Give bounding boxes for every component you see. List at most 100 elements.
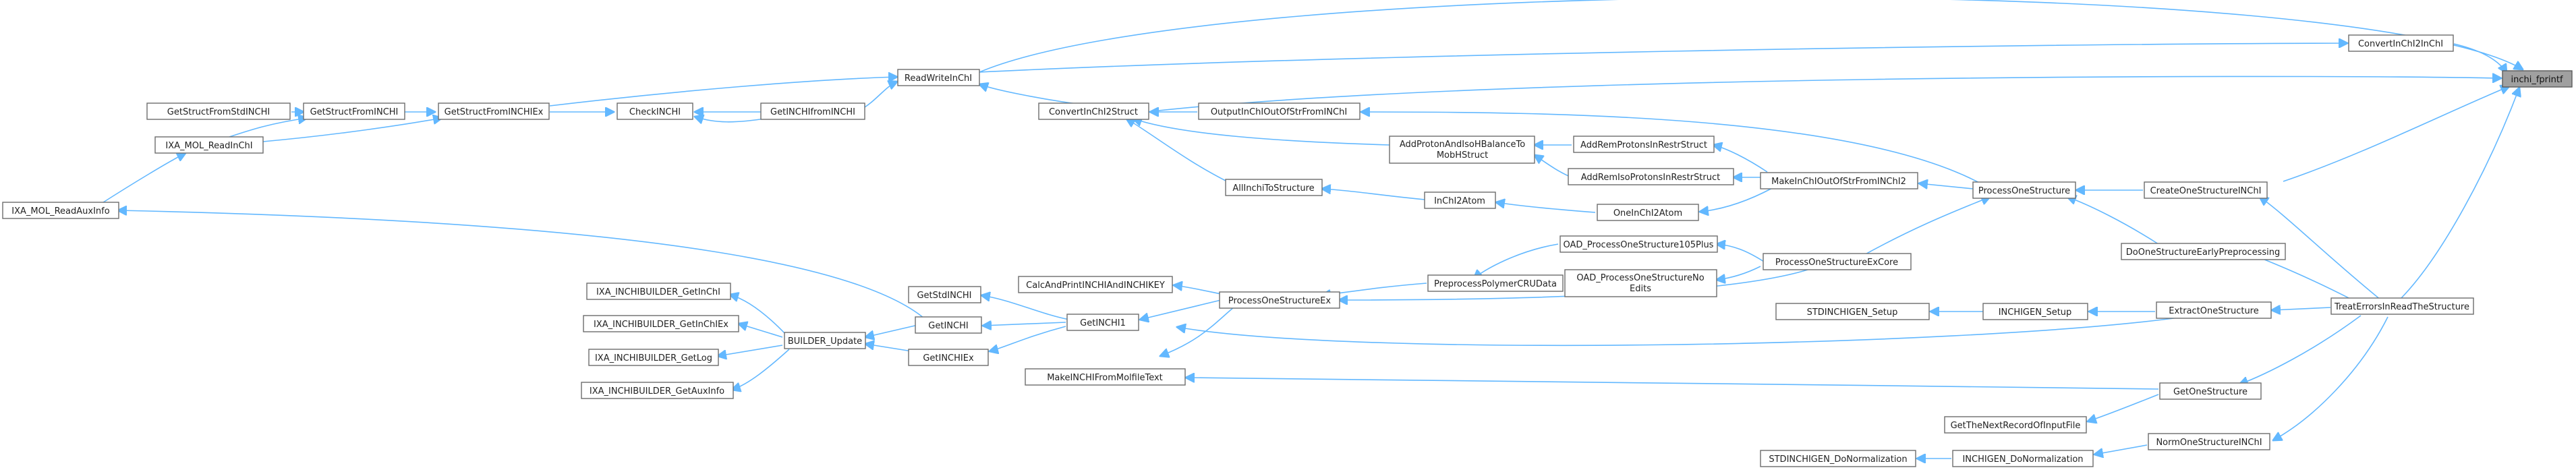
- node-ixa-builder-getauxinfo[interactable]: IXA_INCHIBUILDER_GetAuxInfo: [581, 382, 734, 399]
- node-label: GetINCHIEx: [923, 353, 974, 363]
- node-label: GetINCHI: [928, 321, 968, 331]
- node-label: OutputInChIOutOfStrFromINChI: [1211, 107, 1347, 117]
- node-getonestructure[interactable]: GetOneStructure: [2159, 382, 2262, 400]
- node-addremprotonsinrestrstruct[interactable]: AddRemProtonsInRestrStruct: [1573, 136, 1715, 153]
- edge: [2067, 197, 2159, 245]
- node-inchigen-donormalization[interactable]: INCHIGEN_DoNormalization: [1952, 450, 2094, 467]
- node-dootherstructureearly[interactable]: DoOneStructureEarlyPreprocessing: [2121, 243, 2286, 260]
- node-label: AllInchiToStructure: [1232, 183, 1314, 194]
- node-label: IXA_INCHIBUILDER_GetLog: [595, 353, 712, 363]
- node-label: ProcessOneStructure: [1978, 186, 2070, 196]
- node-preprocesspolymercrudata[interactable]: PreprocessPolymerCRUData: [1427, 274, 1564, 292]
- edge: [1717, 266, 1761, 280]
- node-stdinchigen-donormalization[interactable]: STDINCHIGEN_DoNormalization: [1760, 450, 1916, 467]
- node-root[interactable]: inchi_fprintf: [2502, 70, 2573, 88]
- node-label: AddRemProtonsInRestrStruct: [1580, 140, 1707, 150]
- node-label: OAD_ProcessOneStructure105Plus: [1564, 240, 1714, 250]
- edge: [1713, 145, 1768, 173]
- edge: [262, 118, 442, 142]
- node-label: IXA_INCHIBUILDER_GetInChI: [596, 287, 720, 297]
- node-getstdinchi[interactable]: GetStdINCHI: [908, 286, 981, 303]
- edge: [1861, 197, 1990, 257]
- node-label: GetINCHIfromINCHI: [770, 107, 855, 117]
- node-label: GetINCHI1: [1080, 318, 1126, 328]
- node-stdinchigen-setup[interactable]: STDINCHIGEN_Setup: [1775, 303, 1930, 320]
- node-ixa-builder-getinchi[interactable]: IXA_INCHIBUILDER_GetInChI: [586, 283, 731, 300]
- node-label: ProcessOneStructureExCore: [1775, 258, 1898, 268]
- node-label: OneInChI2Atom: [1613, 208, 1682, 218]
- edge: [2094, 444, 2148, 454]
- edge: [979, 43, 2347, 73]
- node-oneinchi2atom[interactable]: OneInChI2Atom: [1597, 204, 1699, 221]
- node-label: ConvertInChI2Struct: [1049, 107, 1138, 117]
- node-processonestructureexcore[interactable]: ProcessOneStructureExCore: [1763, 253, 1912, 270]
- nodes: inchi_fprintf ConvertInChI2InChI ReadWri…: [2, 34, 2573, 467]
- node-getinchi1[interactable]: GetINCHI1: [1066, 314, 1139, 331]
- node-checkinchi[interactable]: CheckINCHI: [617, 102, 693, 120]
- edge: [865, 324, 921, 337]
- node-label: STDINCHIGEN_Setup: [1807, 307, 1898, 318]
- node-inchigen-setup[interactable]: INCHIGEN_Setup: [1982, 303, 2088, 320]
- edge: [732, 349, 790, 390]
- node-getstructfrominchiex[interactable]: GetStructFromINCHIEx: [438, 102, 550, 120]
- node-oad-105plus[interactable]: OAD_ProcessOneStructure105Plus: [1559, 235, 1718, 253]
- node-getinchiex[interactable]: GetINCHIEx: [908, 349, 989, 366]
- node-label: IXA_MOL_ReadAuxInfo: [11, 206, 109, 216]
- edge: [2401, 88, 2519, 299]
- node-makeinchioutofstrfrominchi2[interactable]: MakeInChIOutOfStrFromINChI2: [1760, 172, 1918, 189]
- node-label: INCHIGEN_DoNormalization: [1962, 454, 2083, 465]
- node-readwriteinchi[interactable]: ReadWriteInChI: [897, 69, 980, 86]
- node-label: GetOneStructure: [2173, 387, 2248, 397]
- node-treaterrorsinreadthestructure[interactable]: TreatErrorsInReadTheStructure: [2330, 297, 2474, 315]
- node-processonestructure[interactable]: ProcessOneStructure: [1972, 181, 2076, 199]
- node-label: AddRemIsoProtonsInRestrStruct: [1581, 173, 1720, 183]
- edge: [2260, 197, 2382, 301]
- edge: [1140, 299, 1222, 320]
- node-label: IXA_INCHIBUILDER_GetInChIEx: [594, 320, 728, 330]
- node-label: CalcAndPrintINCHIAndINCHIKEY: [1026, 281, 1165, 291]
- node-processonestructureex[interactable]: ProcessOneStructureEx: [1219, 291, 1340, 309]
- node-label: ProcessOneStructureEx: [1228, 296, 1331, 306]
- node-label: CheckINCHI: [629, 107, 681, 117]
- node-extractonestructure[interactable]: ExtractOneStructure: [2156, 301, 2272, 319]
- node-ixa-mol-readinchi[interactable]: IXA_MOL_ReadInChI: [154, 136, 264, 154]
- edge: [718, 345, 783, 356]
- edge: [1361, 112, 1984, 185]
- node-label: BUILDER_Update: [788, 336, 862, 347]
- node-normonestructureinchi[interactable]: NormOneStructureINChI: [2148, 433, 2270, 450]
- node-makeinchifrommolfiletext[interactable]: MakeINCHIFromMolfileText: [1025, 368, 1186, 386]
- node-label: NormOneStructureINChI: [2156, 438, 2262, 448]
- node-builder-update[interactable]: BUILDER_Update: [784, 332, 866, 349]
- node-calcandprintinchiandinchikey[interactable]: CalcAndPrintINCHIAndINCHIKEY: [1018, 276, 1173, 293]
- node-label: GetTheNextRecordOfInputFile: [1951, 421, 2081, 431]
- node-inchi2atom[interactable]: InChI2Atom: [1424, 191, 1496, 209]
- node-label: ConvertInChI2InChI: [2358, 39, 2443, 49]
- node-getinchi[interactable]: GetINCHI: [915, 316, 982, 334]
- edge: [730, 295, 786, 335]
- node-ixa-mol-readauxinfo[interactable]: IXA_MOL_ReadAuxInfo: [2, 202, 119, 219]
- node-createonestructureinchi[interactable]: CreateOneStructureINChI: [2144, 181, 2268, 199]
- edge: [979, 0, 2523, 73]
- node-getthenextrecordofinputfile[interactable]: GetTheNextRecordOfInputFile: [1944, 416, 2087, 434]
- node-convertinchi2struct[interactable]: ConvertInChI2Struct: [1038, 102, 1149, 120]
- node-ixa-builder-getinchiex[interactable]: IXA_INCHIBUILDER_GetInChIEx: [583, 315, 739, 332]
- node-outputinchioutofstr[interactable]: OutputInChIOutOfStrFromINChI: [1198, 102, 1361, 120]
- edge: [865, 344, 913, 352]
- edge: [1322, 189, 1425, 200]
- edge: [229, 118, 307, 138]
- node-getstructfrominchi[interactable]: GetStructFromINCHI: [303, 102, 405, 120]
- edge: [2453, 43, 2507, 73]
- node-addremisoprotonsinrestrstruct[interactable]: AddRemIsoProtonsInRestrStruct: [1568, 168, 1734, 185]
- edge: [549, 77, 897, 107]
- node-getstructfromstdinchi[interactable]: GetStructFromStdINCHI: [146, 102, 291, 120]
- node-convert-inchi2inchi[interactable]: ConvertInChI2InChI: [2348, 34, 2454, 52]
- node-getinchifrominchi[interactable]: GetINCHIfromINCHI: [760, 102, 865, 120]
- node-ixa-builder-getlog[interactable]: IXA_INCHIBUILDER_GetLog: [588, 349, 719, 366]
- node-label: MakeINCHIFromMolfileText: [1047, 373, 1163, 383]
- node-allinchitostructure[interactable]: AllInchiToStructure: [1225, 179, 1323, 196]
- node-label: IXA_INCHIBUILDER_GetAuxInfo: [590, 386, 724, 396]
- node-label: InChI2Atom: [1434, 196, 1485, 206]
